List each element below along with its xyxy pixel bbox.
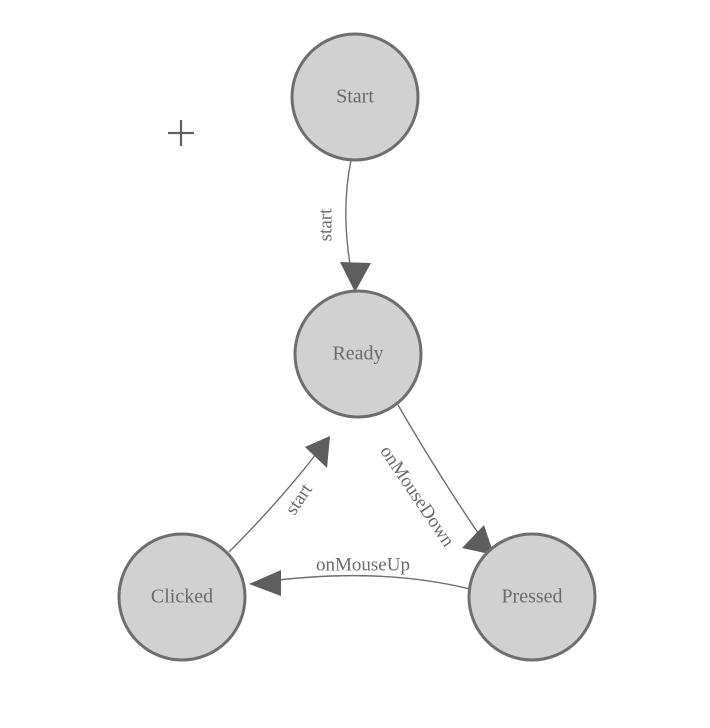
edge-ready-to-pressed-arrowhead <box>462 525 494 555</box>
state-node-clicked[interactable]: Clicked <box>117 532 247 662</box>
edge-pressed-to-clicked-arrowhead <box>249 570 281 596</box>
state-node-start-circle <box>290 32 420 162</box>
state-node-pressed-circle <box>467 532 597 662</box>
edge-ready-to-pressed[interactable] <box>397 404 494 555</box>
state-node-start[interactable]: Start <box>290 32 420 162</box>
edge-label-ready-to-pressed: onMouseDown <box>375 442 458 551</box>
edge-pressed-to-clicked[interactable] <box>249 570 471 596</box>
plus-crosshair-icon <box>168 120 194 146</box>
edge-label-clicked-to-ready: start <box>281 479 317 518</box>
state-node-clicked-label: Clicked <box>151 586 213 608</box>
edge-start-to-ready-arrowhead <box>340 262 371 292</box>
state-node-pressed[interactable]: Pressed <box>467 532 597 662</box>
edge-pressed-to-clicked-path <box>261 574 471 590</box>
state-node-start-label: Start <box>336 86 374 108</box>
edge-clicked-to-ready-path <box>228 445 323 553</box>
edge-clicked-to-ready-arrowhead <box>305 436 330 468</box>
state-node-ready-circle <box>293 289 423 419</box>
edge-label-start-to-ready: start <box>315 208 336 241</box>
state-node-pressed-label: Pressed <box>501 586 562 608</box>
state-node-ready[interactable]: Ready <box>293 289 423 419</box>
edge-start-to-ready[interactable] <box>340 159 371 292</box>
edge-clicked-to-ready[interactable] <box>228 436 330 553</box>
state-node-ready-label: Ready <box>332 343 383 365</box>
edge-label-pressed-to-clicked: onMouseUp <box>316 554 410 575</box>
state-node-clicked-circle <box>117 532 247 662</box>
